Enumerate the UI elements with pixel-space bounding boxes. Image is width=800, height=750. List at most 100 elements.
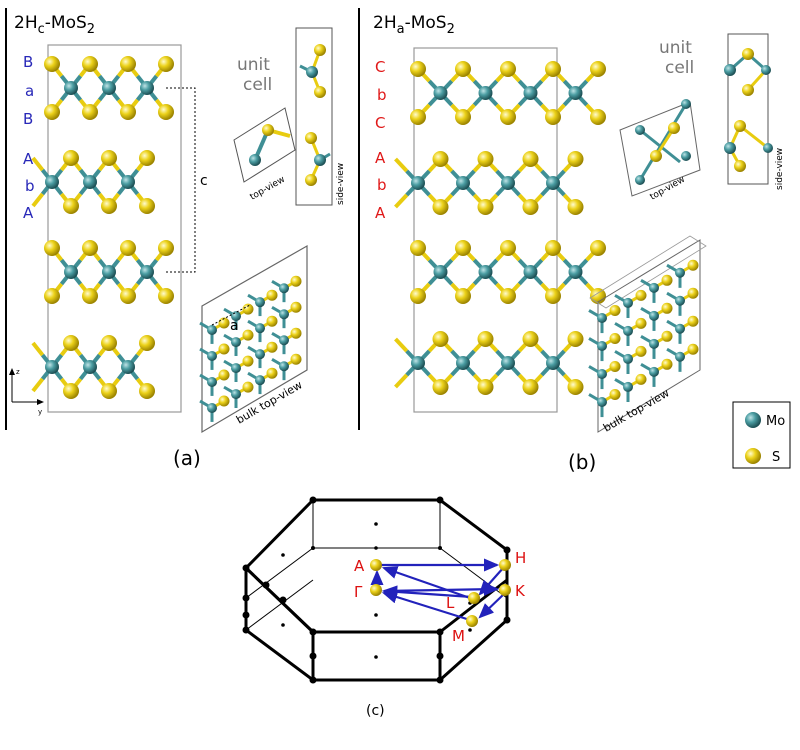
legend-s-marker bbox=[745, 448, 761, 464]
sulfur-atom bbox=[120, 240, 136, 256]
panel-b-unit-cell-label: cell bbox=[665, 58, 694, 78]
panel-a-top-view-label: top-view bbox=[249, 175, 287, 203]
panel-b-cell-frame bbox=[413, 47, 558, 413]
sulfur-atom bbox=[63, 335, 79, 351]
molybdenum-atom bbox=[623, 353, 633, 364]
sulfur-atom bbox=[432, 199, 449, 215]
lattice-a-line bbox=[211, 304, 251, 326]
sulfur-atom bbox=[139, 335, 155, 351]
molybdenum-atom bbox=[523, 265, 538, 279]
molybdenum-atom bbox=[523, 86, 538, 100]
molybdenum-atom bbox=[433, 86, 448, 100]
stack-label: b bbox=[377, 86, 387, 104]
molybdenum-atom bbox=[279, 309, 289, 320]
sulfur-atom bbox=[590, 61, 606, 77]
sulfur-atom bbox=[139, 150, 155, 166]
sulfur-atom bbox=[635, 289, 647, 301]
panel-b-bulk-top-view: bulk top-view bbox=[588, 235, 707, 435]
stack-label: B bbox=[23, 110, 33, 128]
sulfur-atom bbox=[82, 104, 98, 120]
mos2-layer bbox=[410, 240, 606, 304]
legend: Mo S bbox=[732, 401, 791, 469]
molybdenum-atom bbox=[649, 310, 659, 321]
molybdenum-atom bbox=[45, 175, 59, 189]
sulfur-atom bbox=[242, 355, 254, 367]
sulfur-atom bbox=[609, 304, 621, 316]
sulfur-atom bbox=[63, 150, 79, 166]
panel-b-top-view-label: top-view bbox=[649, 175, 687, 203]
molybdenum-atom bbox=[568, 86, 583, 100]
point-label: H bbox=[515, 549, 526, 567]
panel-b-layers bbox=[394, 61, 606, 395]
panel-a-stacking-labels: B a B A b A bbox=[23, 53, 35, 222]
sulfur-atom bbox=[477, 151, 494, 167]
sulfur-atom bbox=[410, 109, 426, 125]
sulfur-atom bbox=[242, 303, 254, 315]
point-L-marker bbox=[468, 592, 480, 604]
high-symmetry-points bbox=[370, 559, 511, 627]
stack-label: a bbox=[25, 82, 34, 100]
molybdenum-atom bbox=[623, 297, 633, 308]
sulfur-atom bbox=[218, 369, 230, 381]
sulfur-atom bbox=[410, 61, 426, 77]
stack-label: b bbox=[377, 176, 387, 194]
stack-label: C bbox=[375, 114, 385, 132]
legend-mo-marker bbox=[745, 412, 761, 428]
panel-c-caption: (c) bbox=[366, 703, 385, 719]
sulfur-atom bbox=[120, 288, 136, 304]
mos2-layer bbox=[44, 240, 174, 304]
sulfur-atom bbox=[139, 198, 155, 214]
sulfur-atom bbox=[218, 343, 230, 355]
sulfur-atom bbox=[63, 198, 79, 214]
sulfur-atom bbox=[455, 109, 471, 125]
sulfur-atom bbox=[82, 288, 98, 304]
panel-a-bulk-top-view: a bulk top-view bbox=[199, 244, 308, 434]
sulfur-atom bbox=[455, 288, 471, 304]
stack-label: C bbox=[375, 58, 385, 76]
point-A-marker bbox=[370, 559, 382, 571]
panel-a-title: 2Hc-MoS2 bbox=[14, 13, 95, 37]
sulfur-atom bbox=[661, 358, 673, 370]
panel-a-cell-frame bbox=[47, 44, 182, 413]
sulfur-atom bbox=[101, 150, 117, 166]
molybdenum-atom bbox=[121, 360, 135, 374]
sulfur-atom bbox=[44, 288, 60, 304]
molybdenum-atom bbox=[478, 265, 493, 279]
sulfur-atom bbox=[410, 288, 426, 304]
sulfur-atom bbox=[609, 332, 621, 344]
sulfur-atom bbox=[522, 331, 539, 347]
sulfur-atom bbox=[477, 331, 494, 347]
axis-y-label: y bbox=[38, 408, 42, 416]
sulfur-atom bbox=[101, 335, 117, 351]
molybdenum-atom bbox=[597, 369, 607, 379]
molybdenum-atom bbox=[279, 335, 289, 346]
mos2-layer bbox=[44, 56, 174, 120]
sulfur-atom bbox=[455, 240, 471, 256]
sulfur-atom bbox=[63, 383, 79, 399]
point-H-marker bbox=[499, 559, 511, 571]
panel-a-unit-cell-label: cell bbox=[243, 75, 272, 95]
sulfur-atom bbox=[635, 317, 647, 329]
molybdenum-atom bbox=[64, 265, 78, 279]
molybdenum-atom bbox=[207, 351, 217, 361]
molybdenum-atom bbox=[102, 265, 116, 279]
high-symmetry-labels: A H Γ L K M bbox=[354, 549, 526, 645]
lattice-c-bracket bbox=[166, 87, 196, 273]
sulfur-atom bbox=[158, 288, 174, 304]
point-M-marker bbox=[466, 615, 478, 627]
sulfur-atom bbox=[44, 104, 60, 120]
molybdenum-atom bbox=[255, 297, 265, 308]
sulfur-atom bbox=[522, 151, 539, 167]
sulfur-atom bbox=[500, 240, 516, 256]
molybdenum-atom bbox=[231, 337, 241, 348]
sulfur-atom bbox=[432, 151, 449, 167]
molybdenum-atom bbox=[231, 363, 241, 374]
sulfur-atom bbox=[545, 288, 561, 304]
mos2-layer bbox=[394, 151, 584, 215]
point-K-marker bbox=[499, 584, 511, 596]
point-label: A bbox=[354, 557, 365, 575]
sulfur-atom bbox=[609, 360, 621, 372]
molybdenum-atom bbox=[207, 403, 217, 413]
sulfur-atom bbox=[139, 383, 155, 399]
point-label: L bbox=[446, 594, 455, 612]
